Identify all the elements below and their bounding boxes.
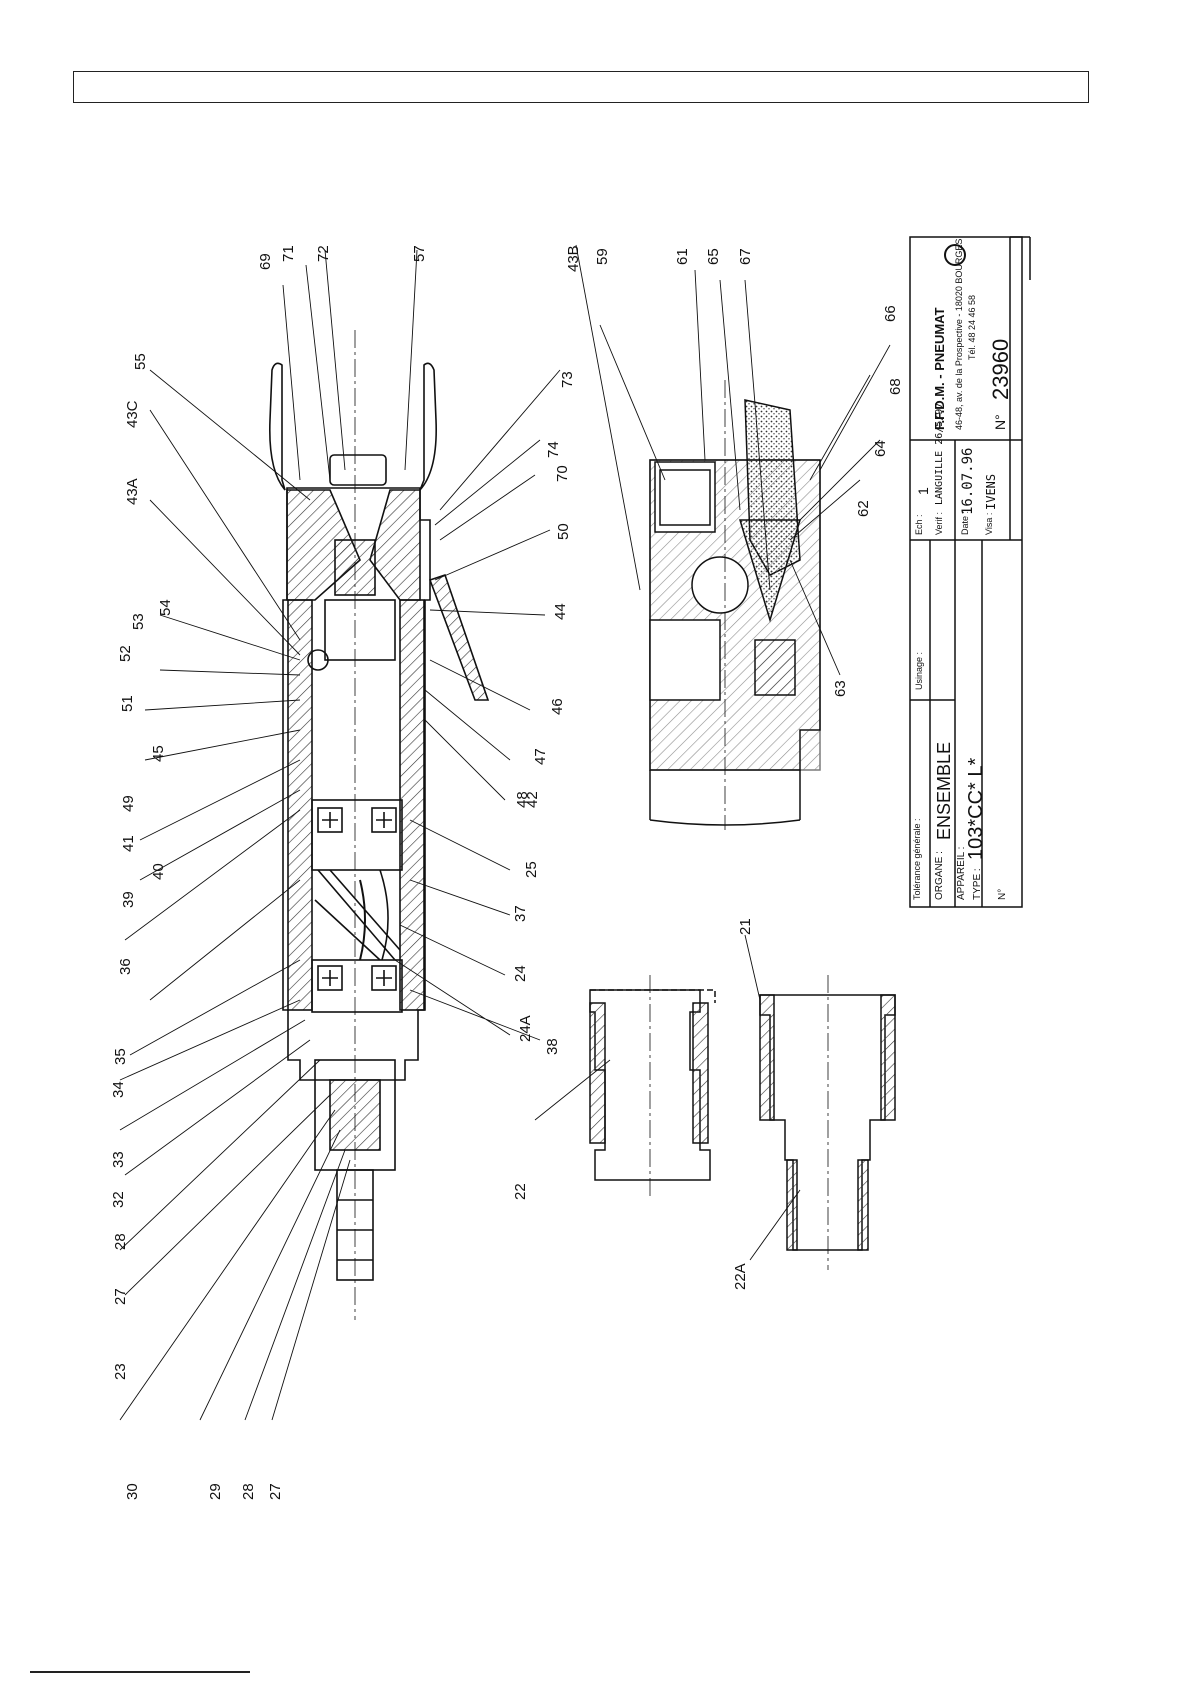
callout-25: 25 [523, 861, 540, 878]
callout-38: 38 [544, 1038, 561, 1055]
callout-24A: 24A [517, 1015, 534, 1042]
callout-54: 54 [157, 599, 174, 616]
callout-59: 59 [594, 248, 611, 265]
callout-65: 65 [705, 248, 722, 265]
callout-36: 36 [117, 958, 134, 975]
type-value: 103*CC* L* [965, 757, 987, 860]
callout-74: 74 [545, 441, 562, 458]
callout-50: 50 [555, 523, 572, 540]
company-address: 46-48, av. de la Prospective - 18020 BOU… [954, 239, 964, 430]
date-value: 16.07.96 [960, 448, 976, 515]
callout-64: 64 [872, 440, 889, 457]
callout-45: 45 [150, 745, 167, 762]
type-label: TYPE : [972, 868, 983, 900]
callout-42: 42 [524, 791, 541, 808]
visa-label: Visa : [984, 513, 994, 535]
callout-69: 69 [257, 253, 274, 270]
callout-51: 51 [119, 695, 136, 712]
ech-value: 1 [915, 487, 931, 495]
company-phone: Tél. 48 24 46 58 [967, 295, 977, 360]
no-label: N° [997, 889, 1008, 900]
callout-68: 68 [887, 378, 904, 395]
callout-66: 66 [882, 305, 899, 322]
verif-label: Verif : [934, 512, 944, 535]
main-tool-body [268, 330, 490, 1320]
callout-48: 48 [514, 791, 531, 808]
callout-21: 21 [737, 918, 754, 935]
inlet-detail-view [649, 380, 821, 830]
adapter-22-view [589, 975, 716, 1200]
callout-53: 53 [130, 613, 147, 630]
callout-44: 44 [552, 603, 569, 620]
callout-32: 32 [110, 1191, 127, 1208]
date-label: Date : [960, 511, 970, 535]
callout-43A: 43A [124, 478, 141, 505]
callout-57: 57 [411, 245, 428, 262]
callout-52: 52 [117, 645, 134, 662]
callout-28-upper: 28 [112, 1233, 129, 1250]
callout-61: 61 [674, 248, 691, 265]
callout-72: 72 [315, 245, 332, 262]
visa-value: IVENS [984, 474, 998, 510]
header-bar [73, 71, 1089, 103]
usinage-label: Usinage : [914, 652, 924, 690]
callout-35: 35 [112, 1048, 129, 1065]
callout-22: 22 [512, 1183, 529, 1200]
company-name: F.F.D.M. - PNEUMAT [932, 307, 947, 430]
callout-37: 37 [512, 905, 529, 922]
callout-24: 24 [512, 965, 529, 982]
callout-33: 33 [110, 1151, 127, 1168]
callout-43C: 43C [124, 400, 141, 428]
callout-62: 62 [855, 500, 872, 517]
organe-label: ORGANE : [934, 851, 945, 900]
callout-28-lower: 28 [240, 1483, 257, 1500]
organe-value: ENSEMBLE [934, 742, 954, 840]
callout-22A: 22A [732, 1263, 749, 1290]
callout-39: 39 [120, 891, 137, 908]
callout-70: 70 [554, 465, 571, 482]
callout-43B: 43B [565, 245, 582, 272]
footer-line [30, 1671, 250, 1673]
title-block [909, 236, 1031, 908]
callout-67: 67 [737, 248, 754, 265]
callout-41: 41 [120, 835, 137, 852]
verif-value: LANGUILLE 26/5/97 [934, 403, 945, 505]
adapter-21-view [759, 975, 896, 1270]
callout-29: 29 [207, 1483, 224, 1500]
callout-46: 46 [549, 698, 566, 715]
callout-23: 23 [112, 1363, 129, 1380]
ech-label: Ech : [914, 514, 924, 535]
callout-27-upper: 27 [112, 1288, 129, 1305]
callout-71: 71 [280, 245, 297, 262]
callout-labels: 69 71 72 57 43B 59 61 65 67 55 43C 43A 5… [110, 245, 904, 1500]
title-block-text: F.F.D.M. - PNEUMAT 46-48, av. de la Pros… [912, 239, 1013, 900]
drawing-number-label: N° [992, 414, 1008, 430]
callout-63: 63 [832, 680, 849, 697]
appareil-label: APPAREIL : [956, 847, 967, 900]
callout-30: 30 [124, 1483, 141, 1500]
callout-40: 40 [150, 863, 167, 880]
callout-55: 55 [132, 353, 149, 370]
callout-27-lower: 27 [267, 1483, 284, 1500]
callout-34: 34 [110, 1081, 127, 1098]
tolerance-label: Tolérance générale : [912, 818, 922, 900]
callout-49: 49 [120, 795, 137, 812]
leader-lines [119, 244, 891, 1421]
callout-73: 73 [559, 371, 576, 388]
drawing-number: 23960 [988, 339, 1013, 400]
callout-47: 47 [532, 748, 549, 765]
